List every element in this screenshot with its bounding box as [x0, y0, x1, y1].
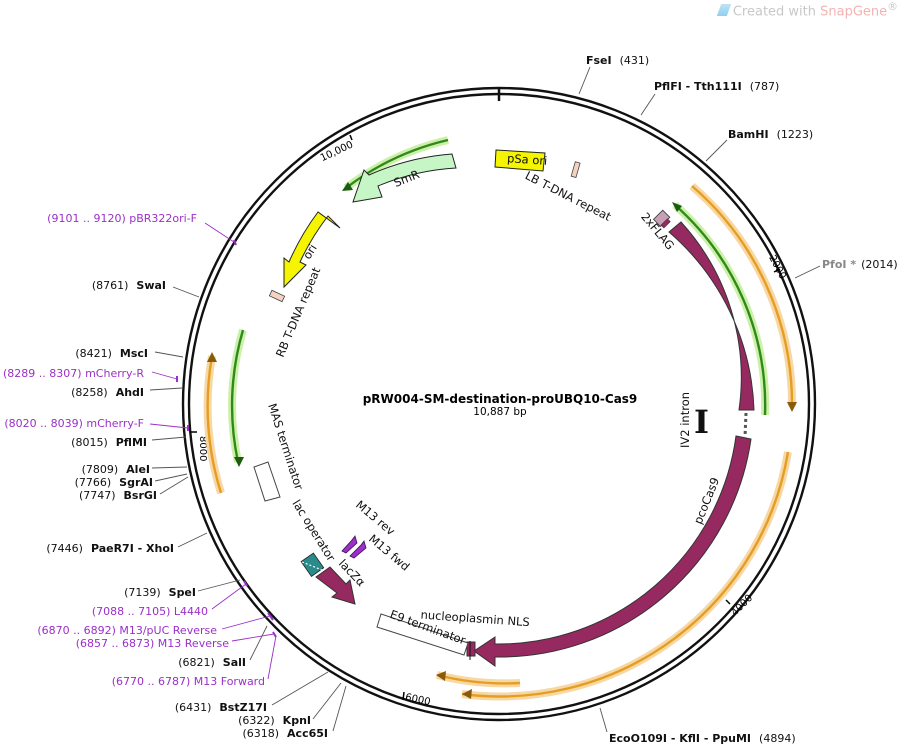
site-alei: (7809)AleI — [82, 463, 150, 476]
primer-m13-puc-reverse: (6870 .. 6892) M13/pUC Reverse — [37, 624, 217, 637]
site-bsrgi: (7747)BsrGI — [79, 489, 157, 502]
m13-fwd-primer — [349, 540, 367, 559]
rb-repeat-label: RB T-DNA repeat — [273, 265, 324, 359]
flag-linker — [660, 218, 671, 229]
mas-terminator-feature — [253, 461, 281, 502]
lac-operator-stripes — [301, 561, 323, 571]
leader-lines-left — [149, 286, 347, 732]
tick-4000: 4000 — [729, 593, 755, 619]
site-sgrai: (7766)SgrAI — [75, 476, 153, 489]
tick-6000: 6000 — [404, 692, 431, 708]
snapgene-credit: Created with SnapGene® — [716, 0, 898, 20]
smr-feature — [352, 153, 457, 203]
e9-terminator-feature — [376, 613, 469, 656]
orf-green-left — [228, 328, 247, 467]
m13-fwd-label: M13 fwd — [366, 532, 412, 574]
m13-rev-primer — [341, 535, 358, 554]
primer-l4440: (7088 .. 7105) L4440 — [92, 605, 208, 618]
site-eco0109i-kfli-ppumi: EcoO109I - KflI - PpuMI(4894) — [609, 732, 796, 745]
iv2-intron-label: IV2 intron — [678, 392, 692, 448]
site-bamhi: BamHI(1223) — [728, 128, 813, 141]
tick-10000: 10,000 — [319, 139, 355, 164]
orf-lower-small — [436, 671, 521, 688]
plasmid-name: pRW004-SM-destination-proUBQ10-Cas9 — [363, 392, 638, 406]
site-msci: (8421)MscI — [75, 347, 148, 360]
rb-repeat-feature — [268, 289, 286, 303]
psa-ori-feature — [494, 149, 546, 172]
orf-green-right — [672, 202, 770, 416]
site-spei: (7139)SpeI — [124, 586, 196, 599]
primer-m13-forward: (6770 .. 6787) M13 Forward — [112, 675, 265, 688]
site-fsei: FseI(431) — [586, 54, 649, 67]
site-sali: (6821)SalI — [178, 656, 246, 669]
orf-green-top — [342, 136, 449, 192]
credit-mark: ® — [887, 0, 898, 13]
site-pflmi: (8015)PflMI — [71, 436, 147, 449]
lacz-feature — [315, 566, 356, 605]
primer-mcherry-r: (8289 .. 8307) mCherry-R — [3, 367, 144, 380]
intron-icon: I — [694, 403, 709, 441]
credit-prefix: Created with — [732, 4, 821, 20]
primer-pbr322ori-f: (9101 .. 9120) pBR322ori-F — [47, 212, 197, 225]
ori-label: ori — [300, 242, 320, 262]
orf-cas9-outer — [461, 451, 792, 701]
primer-m13-reverse: (6857 .. 6873) M13 Reverse — [76, 637, 229, 650]
tick-8000: 8000 — [197, 436, 208, 461]
credit-brand: SnapGene — [820, 4, 888, 20]
ori-feature — [283, 211, 341, 289]
lb-repeat-label: LB T-DNA repeat — [523, 168, 614, 224]
plasmid-length: 10,887 bp — [473, 406, 527, 418]
backbone-outer-ring — [181, 86, 817, 722]
site-paer7i-xhoi: (7446)PaeR7I - XhoI — [46, 542, 174, 555]
site-pflfi-tth111i: PflFI - Tth111I(787) — [654, 80, 779, 93]
site-ahdi: (8258)AhdI — [71, 386, 144, 399]
psa-ori-label: pSa ori — [507, 151, 548, 168]
iv2-intron-line — [743, 412, 748, 438]
lac-operator-feature — [300, 552, 325, 577]
primer-mcherry-f: (8020 .. 8039) mCherry-F — [4, 417, 144, 430]
site-pfoi: PfoI *(2014) — [822, 258, 898, 271]
orf-right-top — [689, 182, 797, 412]
site-bstz17i: (6431)BstZ17I — [175, 701, 267, 714]
nls-feature — [466, 641, 476, 657]
lb-repeat-feature — [570, 161, 581, 179]
site-acc65i: (6318)Acc65I — [242, 727, 328, 740]
orf-left — [203, 352, 225, 495]
cas9-cds-upper — [668, 221, 755, 411]
primer-leader-lines — [149, 222, 277, 680]
leader-lines-right — [578, 66, 821, 733]
site-kpni: (6322)KpnI — [238, 714, 311, 727]
site-swai: (8761)SwaI — [92, 279, 166, 292]
